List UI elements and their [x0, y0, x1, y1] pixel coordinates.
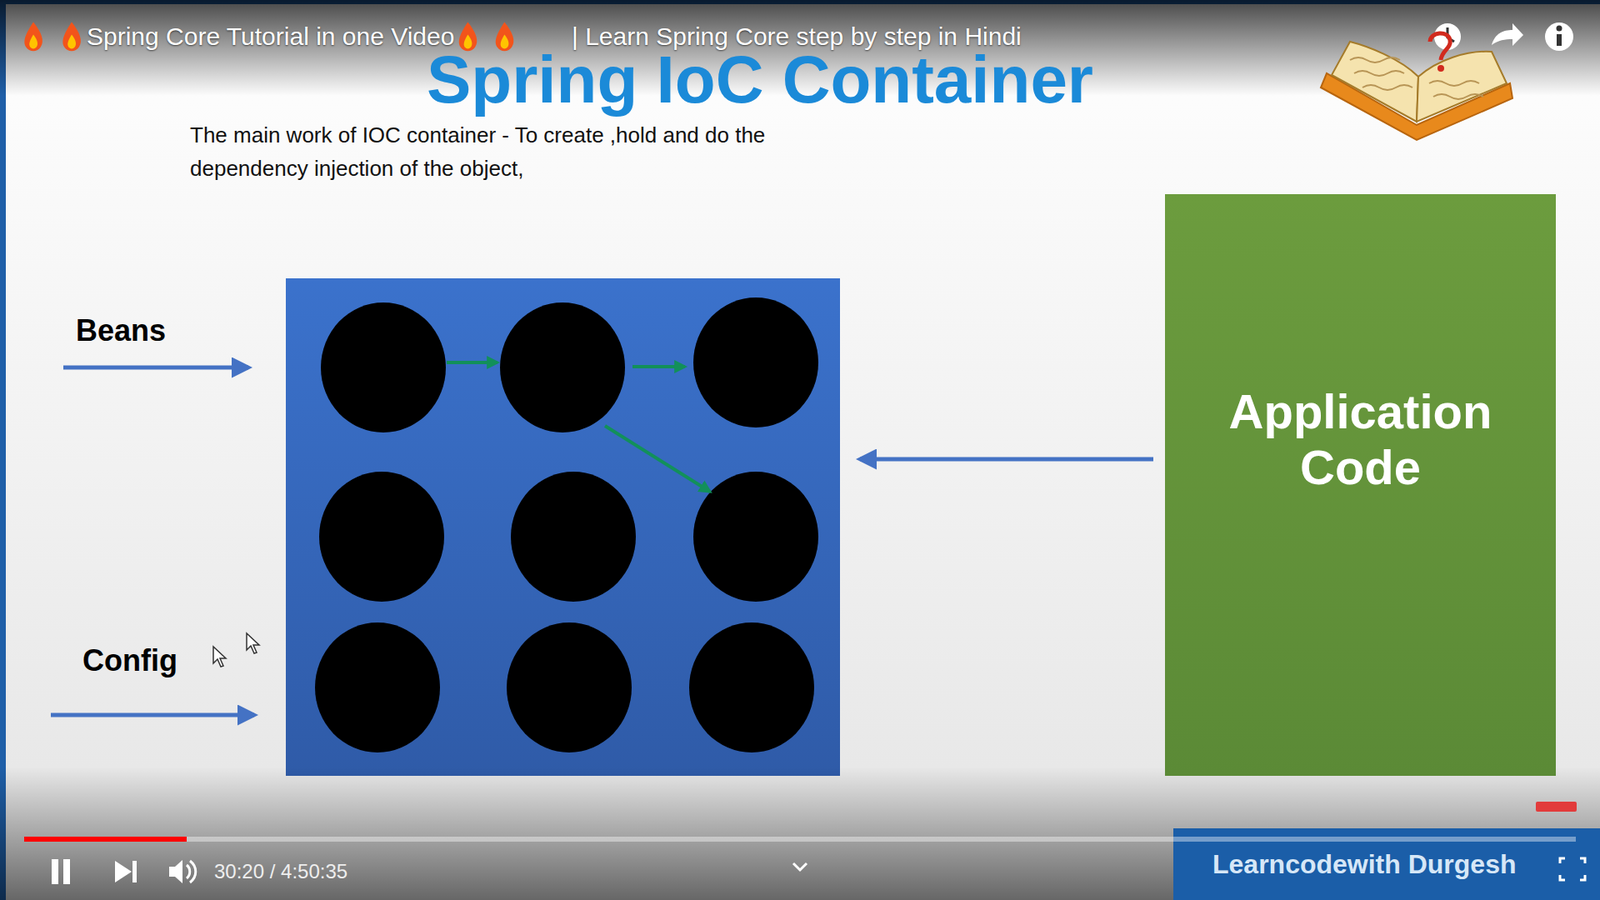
video-title: | Learn Spring Core step by step in Hind… — [571, 20, 1022, 53]
slide-title: Spring IoC Container — [260, 40, 1260, 120]
progress-bar — [24, 836, 1576, 842]
application-box: Application Code — [1165, 194, 1556, 776]
node-text: Application Code — [1178, 383, 1543, 495]
mouse-cursors — [213, 633, 260, 667]
player-shade — [0, 766, 1600, 900]
video-time: 30:20 / 4:50:35 — [214, 859, 348, 885]
player-top-icons — [1434, 22, 1574, 51]
channel-watermark: Learncodewith Durgesh — [1212, 847, 1517, 881]
input-label: Beans — [75, 311, 166, 350]
ioc-container — [285, 278, 840, 776]
flow-arrows — [50, 367, 1154, 715]
input-label: Config — [82, 641, 178, 680]
slide-note: The main work of IOC container - To crea… — [190, 118, 849, 185]
video-title: Spring Core Tutorial in one Video — [86, 20, 455, 53]
subscribe-badge — [1535, 801, 1577, 812]
book-illustration — [1320, 33, 1513, 140]
